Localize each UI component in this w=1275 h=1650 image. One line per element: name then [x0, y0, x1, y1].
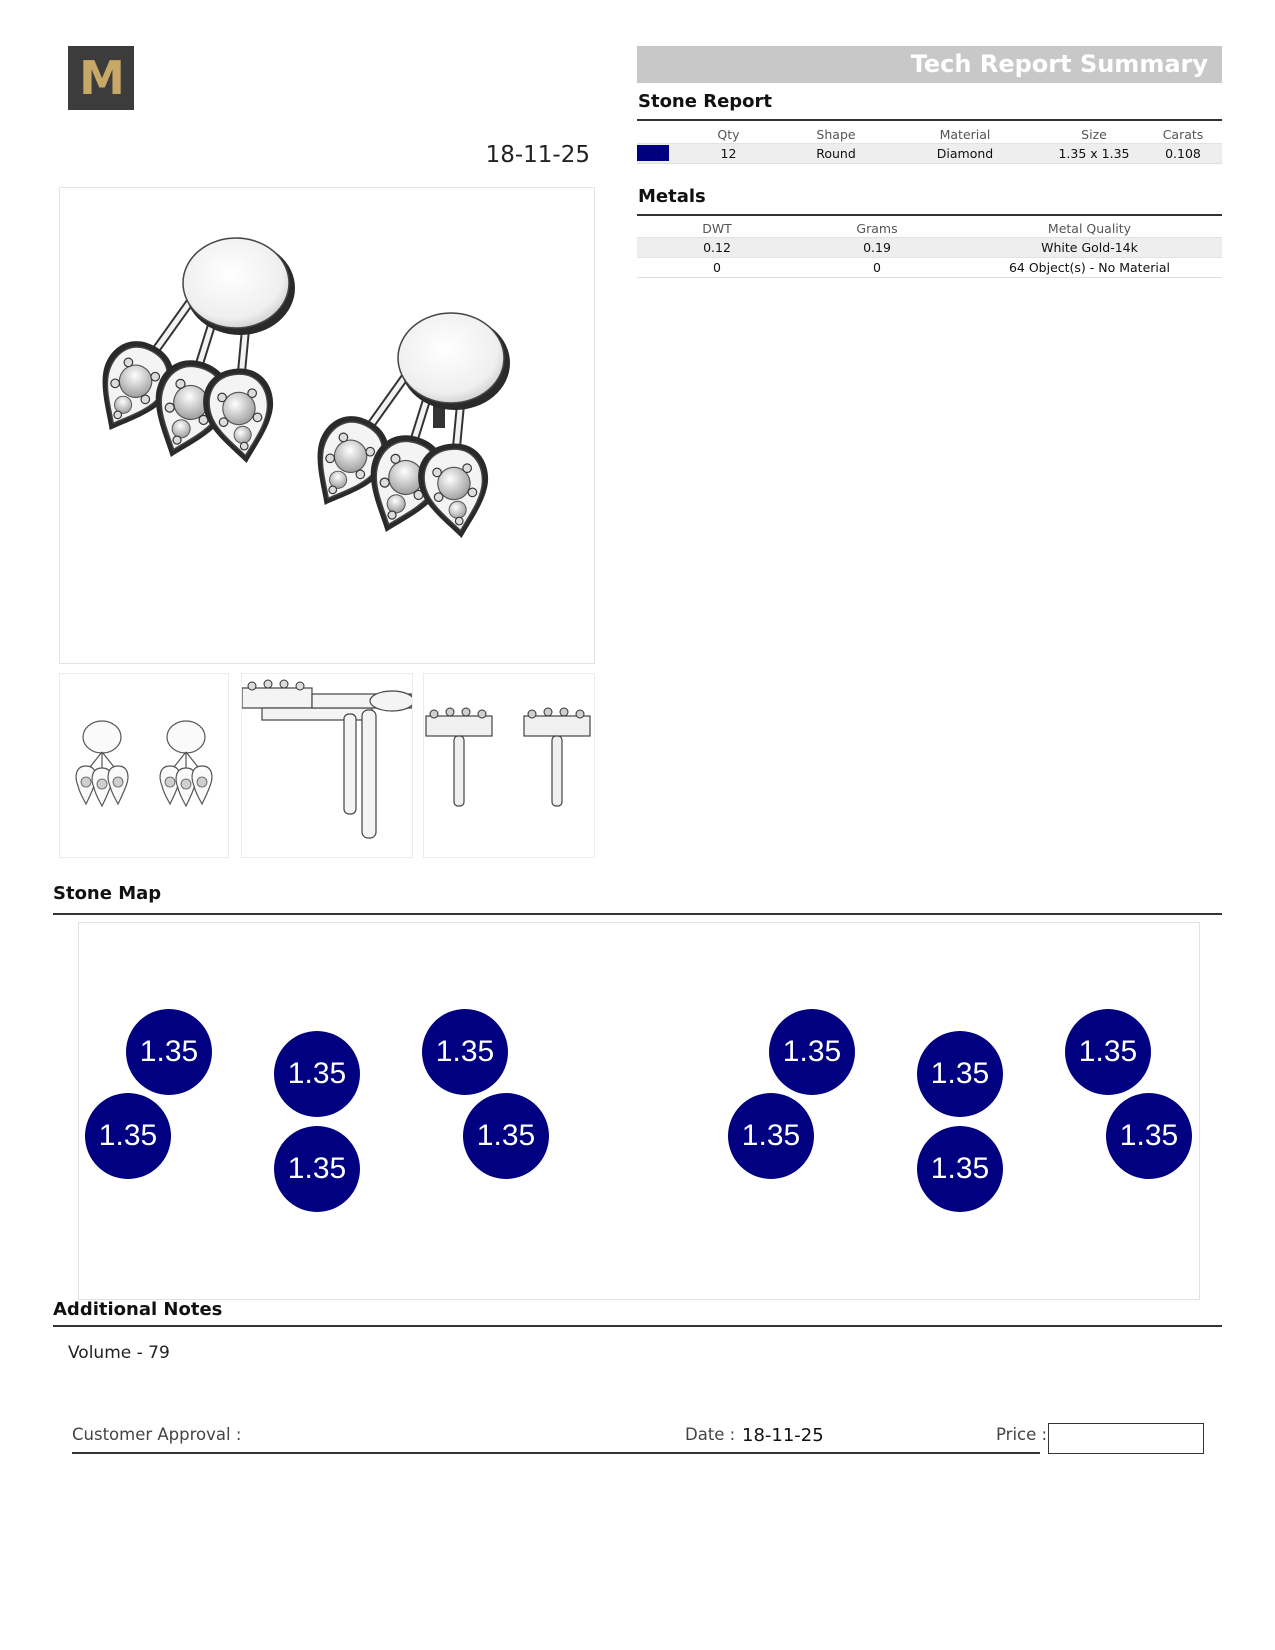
stone-report-divider: [637, 119, 1222, 121]
approval-date-label: Date :: [685, 1425, 736, 1444]
stone-marker: 1.35: [85, 1093, 171, 1179]
stone-color-cell: [637, 142, 671, 164]
qty-cell: 12: [671, 142, 786, 164]
stone-marker: 1.35: [422, 1009, 508, 1095]
stone-marker: 1.35: [728, 1093, 814, 1179]
column-header: Metal Quality: [1047, 220, 1132, 236]
grams-cell: 0: [797, 256, 957, 278]
stone-marker: 1.35: [1065, 1009, 1151, 1095]
stone-marker: 1.35: [463, 1093, 549, 1179]
stone-map-divider: [53, 913, 1222, 915]
column-header: Shape: [816, 126, 856, 142]
price-label: Price :: [996, 1425, 1048, 1444]
stone-marker: 1.35: [126, 1009, 212, 1095]
stone-marker: 1.35: [769, 1009, 855, 1095]
color-column-header: [637, 122, 671, 143]
stone-map-area: 1.35 1.35 1.35 1.35 1.35 1.35 1.35 1.35 …: [78, 922, 1200, 1300]
stone-report-header-row: Qty Shape Material Size Carats: [637, 122, 1222, 143]
table-row: 0.12 0.19 White Gold-14k: [637, 236, 1222, 257]
price-field[interactable]: [1048, 1423, 1204, 1454]
grams-cell: 0.19: [797, 236, 957, 257]
stone-marker: 1.35: [917, 1126, 1003, 1212]
table-row: 12 Round Diamond 1.35 x 1.35 0.108: [637, 142, 1222, 164]
column-header: DWT: [702, 220, 732, 236]
report-banner: Tech Report Summary: [637, 46, 1222, 83]
approval-signature-line: [72, 1452, 1040, 1454]
metals-divider: [637, 214, 1222, 216]
table-row: 0 0 64 Object(s) - No Material: [637, 256, 1222, 278]
notes-text: Volume - 79: [68, 1343, 170, 1363]
additional-notes-title: Additional Notes: [53, 1299, 223, 1320]
stone-marker: 1.35: [917, 1031, 1003, 1117]
column-header: Material: [939, 126, 991, 142]
stone-marker: 1.35: [1106, 1093, 1192, 1179]
column-header: Grams: [856, 220, 898, 236]
column-header: Carats: [1162, 126, 1204, 142]
logo-letter: M: [79, 51, 125, 105]
company-logo: M: [68, 46, 134, 110]
stone-report-title: Stone Report: [638, 91, 773, 112]
metals-title: Metals: [638, 186, 706, 207]
front-view-thumbnail: [59, 673, 229, 858]
metal-quality-cell: White Gold-14k: [957, 236, 1222, 257]
side-view-thumbnail: [241, 673, 413, 858]
stone-report-table: Qty Shape Material Size Carats 12 Round …: [637, 122, 1222, 164]
profile-view-image: [425, 707, 591, 807]
report-date: 18-11-25: [485, 142, 590, 168]
dwt-cell: 0: [637, 256, 797, 278]
stone-marker: 1.35: [274, 1031, 360, 1117]
size-cell: 1.35 x 1.35: [1044, 142, 1144, 164]
metals-header-row: DWT Grams Metal Quality: [637, 216, 1222, 237]
earrings-render-image: [78, 237, 510, 546]
customer-approval-label: Customer Approval :: [72, 1425, 242, 1444]
shape-cell: Round: [786, 142, 886, 164]
banner-title: Tech Report Summary: [910, 50, 1208, 78]
front-view-image: [75, 720, 213, 808]
column-header: Size: [1081, 126, 1107, 142]
profile-view-thumbnail: [423, 673, 595, 858]
side-view-image: [242, 679, 412, 839]
metal-quality-cell: 64 Object(s) - No Material: [957, 256, 1222, 278]
main-render-view: [59, 187, 595, 664]
additional-notes-divider: [53, 1325, 1222, 1327]
approval-date-value: 18-11-25: [742, 1425, 824, 1446]
stone-color-swatch: [637, 145, 669, 162]
stone-marker: 1.35: [274, 1126, 360, 1212]
metals-table: DWT Grams Metal Quality 0.12 0.19 White …: [637, 216, 1222, 278]
column-header: Qty: [717, 126, 740, 142]
stone-map-title: Stone Map: [53, 883, 162, 904]
material-cell: Diamond: [886, 142, 1044, 164]
dwt-cell: 0.12: [637, 236, 797, 257]
carats-cell: 0.108: [1144, 142, 1222, 164]
